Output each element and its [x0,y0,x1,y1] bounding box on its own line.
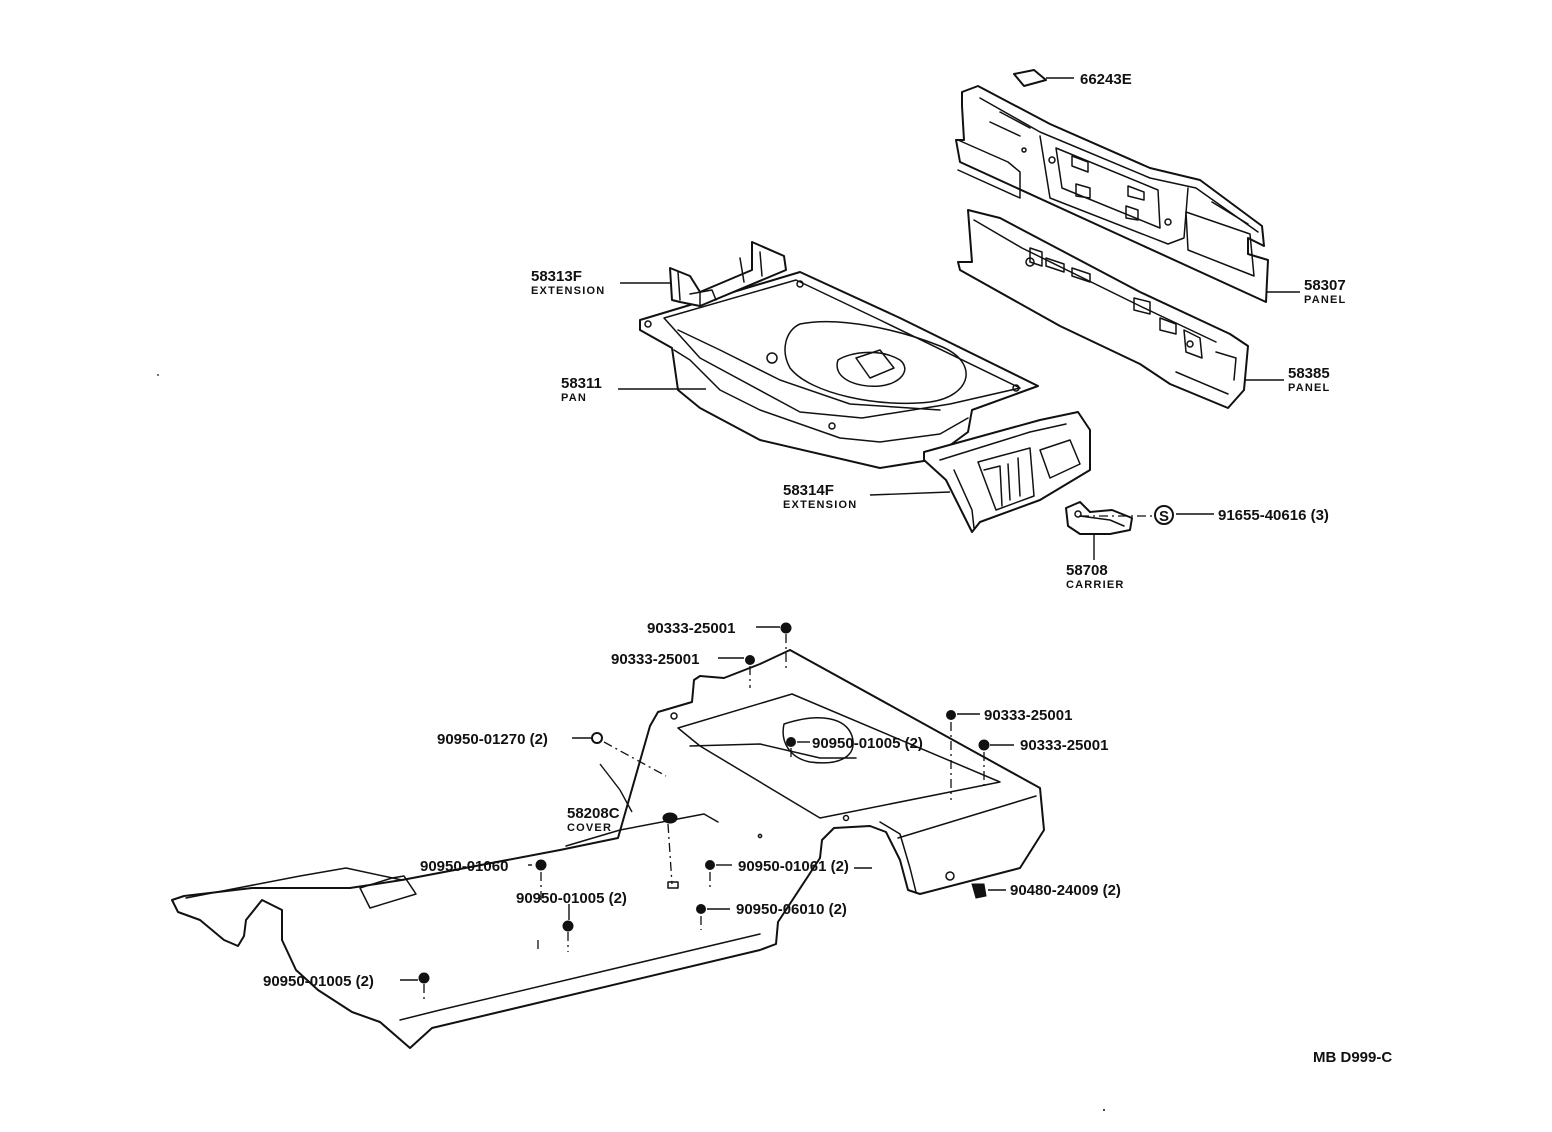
callout-58708: 58708 [1066,562,1108,579]
grommet-icon [535,859,547,871]
callout-58313f: 58313F [531,268,582,285]
callout-90950-01005-b: 90950-01005 (2) [516,890,627,907]
grommet-icon [745,655,755,665]
callout-90950-01005-c: 90950-01005 (2) [263,973,374,990]
back-panel-58307 [955,85,1269,303]
callout-90333-25001-b: 90333-25001 [611,651,699,668]
grommet-icon [786,737,796,747]
leader-lines [400,77,1300,981]
cover-plug-icon [662,812,678,824]
callout-90333-25001-a: 90333-25001 [647,620,735,637]
floor-cover-58208c [171,649,1045,1049]
callout-58314f-name: EXTENSION [783,499,857,511]
grommet-icon [780,622,792,634]
callout-58307-name: PANEL [1304,294,1346,306]
callout-58708-name: CARRIER [1066,579,1125,591]
installation-lines [423,515,1155,1000]
plug-icon [591,732,603,744]
callout-58208c: 58208C [567,805,620,822]
grommet-icon [696,904,706,914]
callout-58385: 58385 [1288,365,1330,382]
grommet-icon [705,860,715,870]
callout-90333-25001-d: 90333-25001 [1020,737,1108,754]
extension-58314f [923,411,1091,533]
standard-part-symbol: S [1154,505,1174,525]
callout-58313f-name: EXTENSION [531,285,605,297]
grommet-icon [946,710,956,720]
grommet-icon [978,739,990,751]
clip-icon [971,883,987,899]
carrier-58708 [1065,501,1133,535]
callout-58385-name: PANEL [1288,382,1330,394]
callout-90333-25001-c: 90333-25001 [984,707,1072,724]
callout-90950-01270: 90950-01270 (2) [437,731,548,748]
pan-58311 [639,271,1039,469]
callout-labels: 66243E 58307 PANEL 58385 PANEL 58313F EX… [263,71,1392,1066]
callout-66243e: 66243E [1080,71,1132,88]
grommet-icon [418,972,430,984]
grommet-icon [562,920,574,932]
lower-panel-58385 [957,209,1249,409]
callout-58314f: 58314F [783,482,834,499]
callout-58307: 58307 [1304,277,1346,294]
standard-part-symbol-letter: S [1159,508,1169,525]
callout-90480-24009: 90480-24009 (2) [1010,882,1121,899]
callout-91655-40616: 91655-40616 (3) [1218,507,1329,524]
callout-90950-01060: 90950-01060 [420,858,508,875]
callout-90950-01061: 90950-01061 (2) [738,858,849,875]
callout-90950-06010: 90950-06010 (2) [736,901,847,918]
callout-58208c-name: COVER [567,822,612,834]
diagram-code: MB D999-C [1313,1049,1392,1066]
callout-58311-name: PAN [561,392,587,404]
callout-90950-01005-a: 90950-01005 (2) [812,735,923,752]
fasteners [418,622,990,984]
callout-58311: 58311 [561,375,602,392]
extension-58313f [669,241,787,307]
gasket-66243e [1013,69,1047,87]
